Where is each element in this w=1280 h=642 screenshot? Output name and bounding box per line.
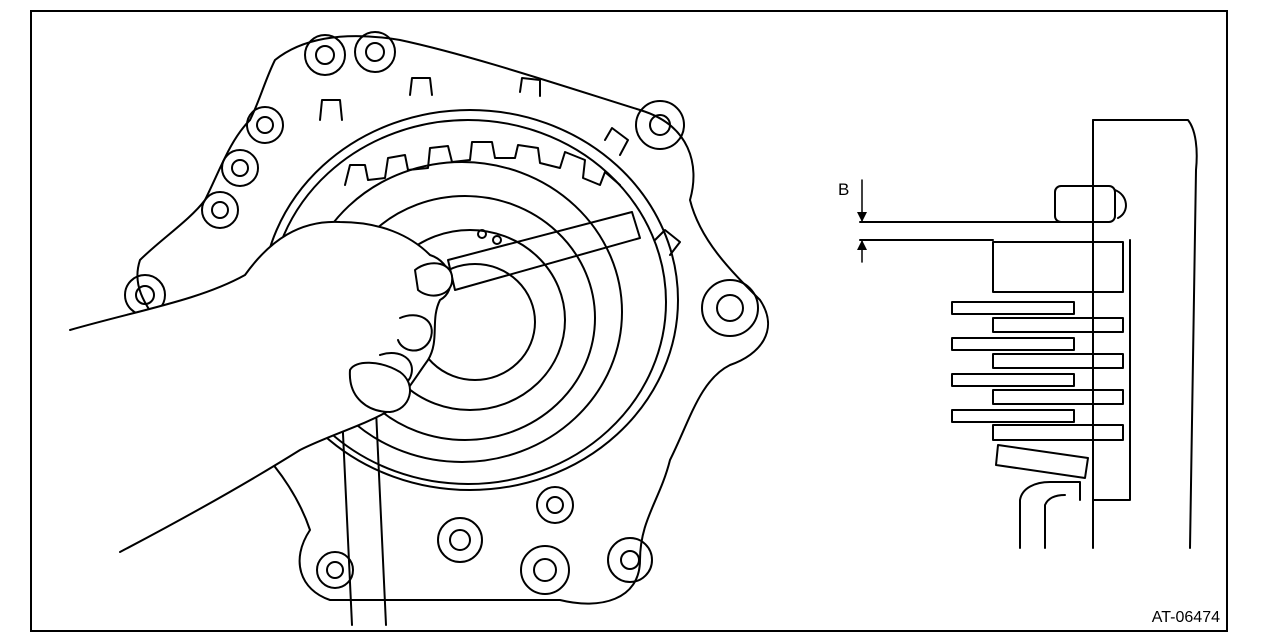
ruler-icon <box>447 211 641 291</box>
dimension-label-b: B <box>838 180 850 199</box>
dimension-arrowheads <box>857 212 867 250</box>
hand-icon <box>69 220 454 553</box>
figure-id-label: AT-06474 <box>1151 609 1220 626</box>
clutch-plate-stack-icon <box>859 119 1198 549</box>
